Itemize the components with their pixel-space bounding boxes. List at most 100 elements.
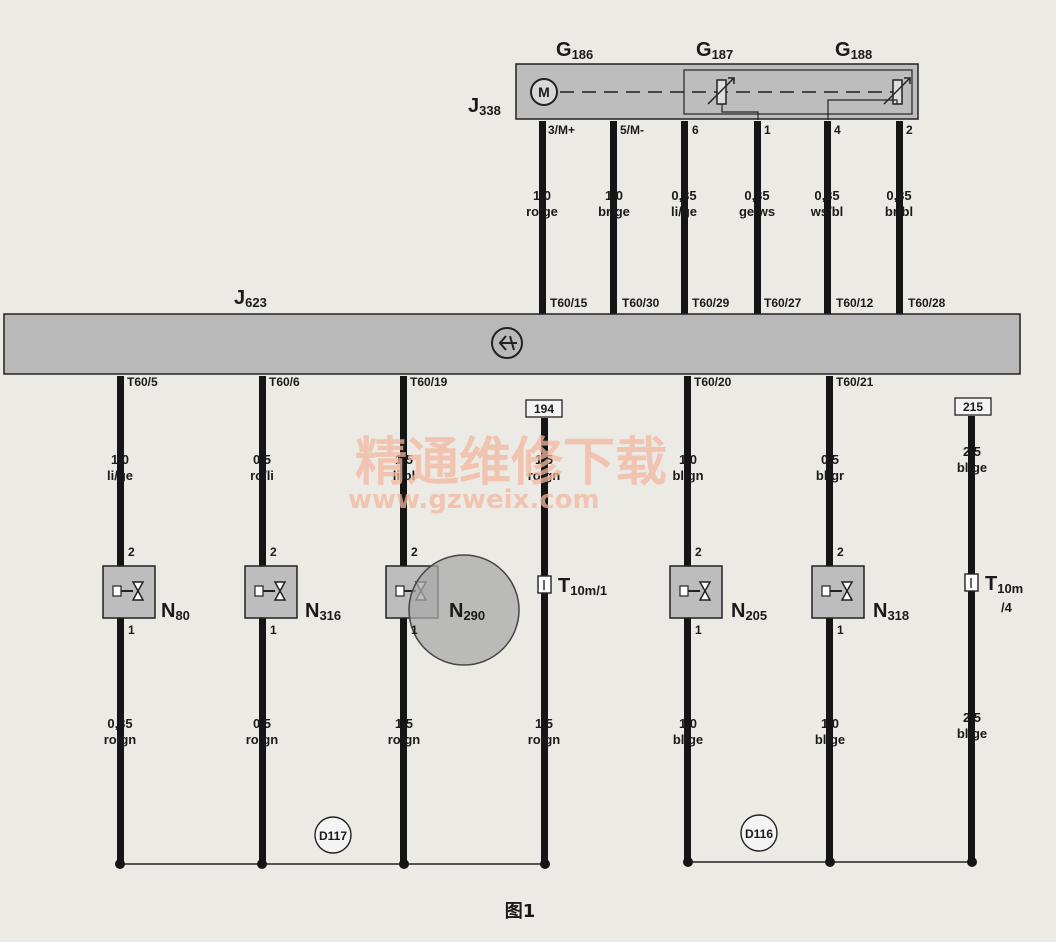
svg-text:1: 1 [411, 623, 418, 637]
svg-text:0,35: 0,35 [107, 716, 132, 731]
svg-text:T60/27: T60/27 [764, 296, 802, 310]
upper-wire-1: 3/M+ 1,0 ro/ge T60/15 [526, 121, 588, 314]
svg-text:3/M+: 3/M+ [548, 123, 575, 137]
svg-text:li/ge: li/ge [107, 468, 133, 483]
svg-text:1,0: 1,0 [605, 188, 623, 203]
svg-text:ro/gn: ro/gn [388, 732, 421, 747]
j338-label: J338 [468, 95, 501, 118]
svg-text:li/bl: li/bl [393, 468, 415, 483]
svg-text:ro/ge: ro/ge [526, 204, 558, 219]
svg-text:1,5: 1,5 [395, 452, 413, 467]
svg-text:1: 1 [695, 623, 702, 637]
g188-internal-link [827, 99, 898, 120]
upper-wire-2: 5/M- 1,0 br/ge T60/30 [598, 121, 660, 314]
svg-text:bl/gr: bl/gr [816, 468, 844, 483]
lower-circuit-t10m-4: 215 2,5 bl/ge T10m /4 2,5 bl/ge [954, 397, 1023, 864]
svg-text:215: 215 [963, 400, 983, 414]
g187-label: G187 [696, 39, 733, 62]
svg-text:0,35: 0,35 [671, 188, 696, 203]
svg-text:T60/28: T60/28 [908, 296, 946, 310]
svg-text:T10m/1: T10m/1 [558, 575, 607, 598]
svg-text:br/ge: br/ge [598, 204, 630, 219]
g186-label: G186 [556, 39, 593, 62]
ground-d117-badge [314, 816, 352, 854]
svg-text:bl/ge: bl/ge [673, 732, 703, 747]
svg-text:0,5: 0,5 [821, 452, 839, 467]
svg-text:T60/15: T60/15 [550, 296, 588, 310]
svg-text:ro/gn: ro/gn [246, 732, 279, 747]
upper-wire-3: 6 0,35 li/ge T60/29 [671, 121, 730, 314]
figure-caption: 图1 [505, 901, 536, 922]
ground-d116-badge [740, 814, 778, 852]
svg-text:1,5: 1,5 [535, 716, 553, 731]
svg-text:2: 2 [906, 123, 913, 137]
svg-text:1,0: 1,0 [111, 452, 129, 467]
svg-text:2,5: 2,5 [963, 444, 981, 459]
svg-text:bl/gn: bl/gn [672, 468, 703, 483]
j623-ecu-icon [491, 327, 523, 359]
svg-text:0,35: 0,35 [814, 188, 839, 203]
svg-text:li/ge: li/ge [671, 204, 697, 219]
svg-text:br/bl: br/bl [885, 204, 913, 219]
t10m-1-connector-icon [537, 575, 552, 594]
lower-circuit-n316: T60/6 0,5 ro/li 2 1 N316 0,5 ro/gn [244, 375, 341, 864]
g186-motor-symbol: M [538, 84, 550, 100]
svg-text:1,0: 1,0 [821, 716, 839, 731]
n316-valve-icon [254, 581, 287, 601]
svg-text:T60/5: T60/5 [127, 375, 158, 389]
lower-circuit-n290: T60/19 1,5 li/bl 2 1 N290 1,5 ro/gn [385, 375, 520, 864]
svg-text:T10m: T10m [985, 573, 1023, 596]
n318-valve-icon [821, 581, 854, 601]
n205-valve-icon [679, 581, 712, 601]
svg-text:5/M-: 5/M- [620, 123, 644, 137]
svg-text:1: 1 [837, 623, 844, 637]
svg-text:2: 2 [837, 545, 844, 559]
svg-text:0,5: 0,5 [253, 716, 271, 731]
lower-circuit-n205: T60/20 1,0 bl/gn 2 1 N205 1,0 bl/ge [669, 375, 767, 864]
svg-text:0,5: 0,5 [253, 452, 271, 467]
svg-text:1,5: 1,5 [535, 452, 553, 467]
svg-text:D116: D116 [745, 827, 773, 841]
svg-text:0,35: 0,35 [744, 188, 769, 203]
n80-valve-icon [112, 581, 145, 601]
watermark-cn: 精通维修下载 [355, 433, 667, 493]
upper-wire-6: 2 0,35 br/bl T60/28 [885, 121, 946, 314]
t10m-4-connector-icon [964, 573, 979, 592]
lower-circuit-t10m-1: 194 1,5 ro/gn T10m/1 1,5 ro/gn [525, 399, 607, 864]
svg-text:1,5: 1,5 [395, 716, 413, 731]
svg-text:T60/21: T60/21 [836, 375, 874, 389]
g187-potentiometer-icon [707, 77, 735, 105]
svg-text:ro/gn: ro/gn [104, 732, 137, 747]
svg-text:2: 2 [695, 545, 702, 559]
svg-text:194: 194 [534, 402, 554, 416]
svg-text:2: 2 [411, 545, 418, 559]
svg-text:bl/ge: bl/ge [957, 726, 987, 741]
svg-text:T60/12: T60/12 [836, 296, 874, 310]
svg-text:ro/li: ro/li [250, 468, 274, 483]
svg-text:T60/20: T60/20 [694, 375, 732, 389]
svg-text:2: 2 [270, 545, 277, 559]
svg-text:T60/30: T60/30 [622, 296, 660, 310]
svg-text:D117: D117 [319, 829, 347, 843]
svg-text:2: 2 [128, 545, 135, 559]
svg-text:1: 1 [128, 623, 135, 637]
g186-motor-icon [530, 78, 558, 106]
svg-text:1,0: 1,0 [679, 716, 697, 731]
ref-box-194 [525, 399, 563, 418]
svg-text:ws/bl: ws/bl [810, 204, 844, 219]
svg-text:N205: N205 [731, 600, 767, 623]
svg-text:ro/gn: ro/gn [528, 732, 561, 747]
svg-text:1,0: 1,0 [533, 188, 551, 203]
svg-text:N316: N316 [305, 600, 341, 623]
n290-highlight-circle [408, 554, 520, 666]
svg-text:1,0: 1,0 [679, 452, 697, 467]
j623-label: J623 [234, 287, 267, 310]
g188-label: G188 [835, 39, 872, 62]
upper-wire-4: 1 0,35 ge/ws T60/27 [739, 121, 802, 314]
ref-box-215 [954, 397, 992, 416]
ground-bus-d116: D116 [683, 814, 977, 867]
svg-text:/4: /4 [1001, 600, 1013, 615]
watermark-url: www.gzweix.com [348, 485, 600, 515]
